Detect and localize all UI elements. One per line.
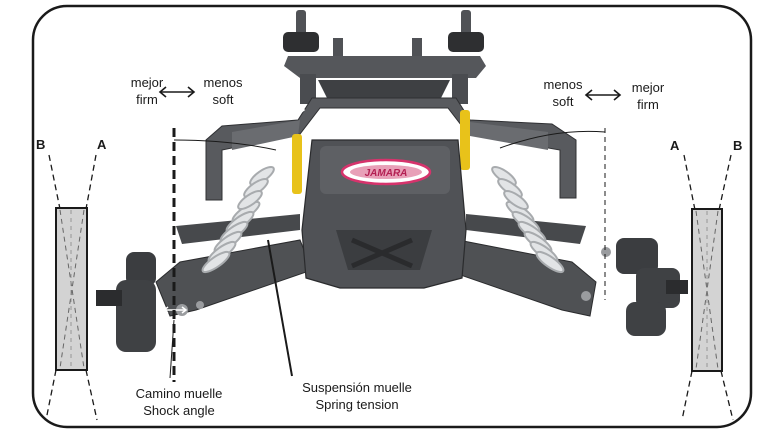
leader-spring-tension (267, 239, 293, 377)
wheel-hub-right (581, 238, 688, 336)
right-tire-diagram (681, 154, 734, 421)
label-right-b: B (733, 138, 743, 153)
spring-right (491, 165, 565, 274)
label-right-a: A (670, 138, 680, 153)
spring-left (201, 165, 275, 274)
top-plate (284, 56, 486, 78)
label-left-firm: mejor firm (130, 75, 164, 107)
label-left-b: B (36, 137, 46, 152)
label-left-soft: menos soft (203, 75, 243, 107)
label-right-firm: mejor firm (631, 80, 665, 112)
yellow-accent-left (292, 134, 302, 194)
label-spring-tension: Suspensión muelle Spring tension (302, 380, 412, 412)
body-mount-posts (283, 10, 484, 70)
label-shock-angle: Camino muelle Shock angle (135, 386, 223, 418)
firm-soft-arrow-right (584, 89, 622, 101)
wheel-hub-left (96, 252, 204, 352)
left-tire-diagram (45, 154, 98, 421)
brand-badge-text: JAMARA (365, 168, 408, 179)
label-left-a: A (97, 137, 107, 152)
vehicle-illustration: JAMARA (96, 10, 688, 352)
leader-right-top (499, 130, 606, 149)
firm-soft-arrow-left (158, 86, 196, 98)
yellow-accent-right (460, 110, 470, 170)
leader-left-top (173, 139, 277, 151)
label-right-soft: menos soft (543, 77, 583, 109)
leader-shock-angle (169, 319, 175, 379)
